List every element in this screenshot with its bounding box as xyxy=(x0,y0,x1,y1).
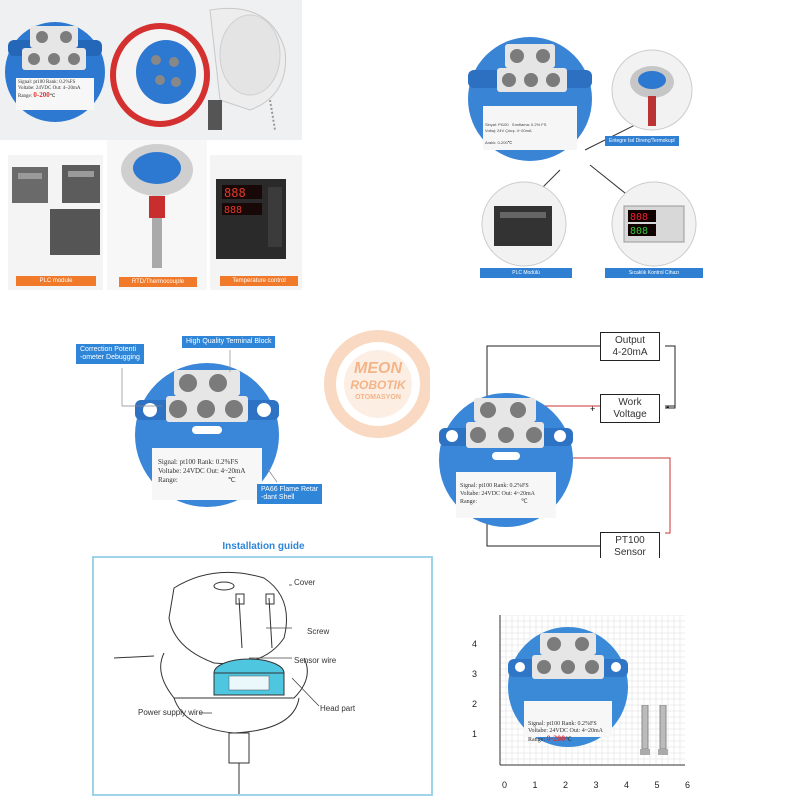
ruler-x-tick: 2 xyxy=(563,780,569,790)
ruler-x-tick: 0 xyxy=(502,780,508,790)
ml-unit-text: ℃ xyxy=(227,476,236,484)
rp-range-label: Range: xyxy=(528,737,545,743)
ruler-y-tick: 3 xyxy=(472,669,478,679)
tr-temp-label: Sıcaklık Kontrol Cihazı xyxy=(605,268,703,278)
watermark-text-1: MEON xyxy=(354,360,402,377)
ruler-x-tick: 5 xyxy=(654,780,660,790)
tr-rank-text: Sınıflama: 0.2% FS xyxy=(511,122,547,127)
tr-module-label: Sinyal: Pt100 Sınıflama: 0.2% FS Voltaj:… xyxy=(485,122,577,146)
range-unit: ℃ xyxy=(49,94,56,99)
shell-label: PA66 Flame Retar -dant Shell xyxy=(257,484,323,505)
wd-voltage-text: Voltabe: 24VDC Out: 4~20mA xyxy=(460,491,535,497)
head-part-label: Head part xyxy=(320,704,356,713)
features-leader-lines xyxy=(121,350,278,483)
ruler-x-tick: 4 xyxy=(624,780,630,790)
rp-signal-text: Signal: pt100 Rank: 0.2%FS xyxy=(528,721,597,727)
ruler-x-tick: 6 xyxy=(685,780,690,790)
signal-text: Signal: pt100 Rank: 0.2%FS xyxy=(18,80,76,85)
features-module-image xyxy=(135,363,279,507)
tr-sensor-label: Entegre Isıl Direnç/Termokupl xyxy=(605,136,679,146)
svg-text:808: 808 xyxy=(630,212,648,223)
terminal-block-label: High Quality Terminal Block xyxy=(182,336,276,349)
svg-text:888: 888 xyxy=(224,186,246,200)
ruler-panel: Signal: pt100 Rank: 0.2%FS Voltabe: 24VD… xyxy=(470,615,690,799)
cover-label: Cover xyxy=(294,578,316,587)
meon-watermark: MEON ROBOTIK OTOMASYON xyxy=(322,328,434,440)
tr-signal-text: Sinyal: Pt100 xyxy=(485,122,509,127)
features-panel: Signal: pt100 Rank: 0.2%FS Voltabe: 24VD… xyxy=(62,332,332,512)
wd-range-text: Range: xyxy=(460,499,477,505)
sensor-head-photo xyxy=(110,7,287,131)
tr-range-text: Aralık: 0-200℃ xyxy=(485,140,513,145)
svg-text:808: 808 xyxy=(630,226,648,237)
power-wire-label: Power supply wire xyxy=(138,708,203,717)
screw-label: Screw xyxy=(307,627,330,636)
ruler-x-tick: 1 xyxy=(532,780,538,790)
work-voltage-box: Work Voltage xyxy=(600,394,660,423)
watermark-text-2: ROBOTIK xyxy=(350,378,406,392)
voltage-text: Voltabe: 24VDC Out: 4~20mA xyxy=(18,86,81,91)
tr-plc-label: PLC Modülü xyxy=(480,268,572,278)
wiring-module-label: Signal: pt100 Rank: 0.2%FS Voltabe: 24VD… xyxy=(460,482,560,506)
rp-voltage-text: Voltabe: 24VDC Out: 4~20mA xyxy=(528,728,603,734)
product-photo-panel: Signal: pt100 Rank: 0.2%FS Voltabe: 24VD… xyxy=(0,0,302,140)
plc-label: PLC module xyxy=(16,276,96,286)
tr-module-image xyxy=(468,37,592,161)
wiring-diagram: Signal: pt100 Rank: 0.2%FS Voltabe: 24VD… xyxy=(430,328,695,558)
ruler-module-image xyxy=(508,627,628,747)
range-label: Range: xyxy=(18,94,33,99)
rp-range-unit: ℃ xyxy=(565,737,572,743)
tr-sensor-circle xyxy=(611,49,693,131)
rtd-tile: RTD/Thermocouple xyxy=(107,140,207,290)
temp-label: Temperature control xyxy=(220,276,298,286)
install-guide-panel: Cover Screw Sensor wire Power supply wir… xyxy=(92,556,433,796)
application-panel-tr: Sinyal: Pt100 Sınıflama: 0.2% FS Voltaj:… xyxy=(460,30,710,290)
install-title: Installation guide xyxy=(222,541,305,552)
output-box: Output 4-20mA xyxy=(600,332,660,361)
svg-text:888: 888 xyxy=(224,205,242,216)
watermark-text-3: OTOMASYON xyxy=(355,394,401,401)
tr-temp-circle: 808 808 xyxy=(611,181,697,267)
watermark-gear-icon xyxy=(324,330,432,438)
ml-range-text: Range: xyxy=(158,476,178,484)
temp-control-tile: 888 888 Temperature control xyxy=(210,155,302,290)
pt100-sensor-box: PT100 Sensor xyxy=(600,532,660,558)
ml-voltage-text: Voltabe: 24VDC Out: 4~20mA xyxy=(158,467,246,475)
transmitter-module-image xyxy=(5,22,105,122)
range-value: 0-200 xyxy=(33,91,50,99)
wd-signal-text: Signal: pt100 Rank: 0.2%FS xyxy=(460,483,529,489)
wiring-module-image xyxy=(439,393,573,527)
sensor-wire-label: Sensor wire xyxy=(294,656,337,665)
screws-image xyxy=(640,705,668,755)
ruler-y-tick: 1 xyxy=(472,729,478,739)
temp-controller-image: 888 888 xyxy=(216,179,286,259)
install-drawing xyxy=(113,571,320,794)
module-label-text: Signal: pt100 Rank: 0.2%FS Voltabe: 24VD… xyxy=(18,80,94,100)
potentiometer-label: Correction Potenti -ometer Debugging xyxy=(76,344,144,365)
ruler-y-tick: 2 xyxy=(472,699,478,709)
rtd-probe-image xyxy=(121,144,193,268)
ml-signal-text: Signal: pt100 Rank: 0.2%FS xyxy=(158,458,239,466)
tr-voltage-text: Voltaj: 24V Çıkış: 4~20mA xyxy=(485,128,532,133)
minus-sign: - xyxy=(666,402,670,413)
rtd-label: RTD/Thermocouple xyxy=(119,277,197,287)
wd-unit-text: ℃ xyxy=(521,499,528,505)
plus-sign: + xyxy=(590,404,596,414)
features-module-label: Signal: pt100 Rank: 0.2%FS Voltabe: 24VD… xyxy=(158,458,268,485)
rp-range-value: 0-200 xyxy=(546,734,566,743)
tr-plc-circle xyxy=(481,181,567,267)
plc-module-tile: PLC module xyxy=(8,155,103,290)
ruler-x-tick: 3 xyxy=(593,780,599,790)
ruler-module-label: Signal: pt100 Rank: 0.2%FS Voltabe: 24VD… xyxy=(528,721,620,744)
plc-module-image xyxy=(12,165,100,255)
ruler-y-tick: 4 xyxy=(472,639,478,649)
